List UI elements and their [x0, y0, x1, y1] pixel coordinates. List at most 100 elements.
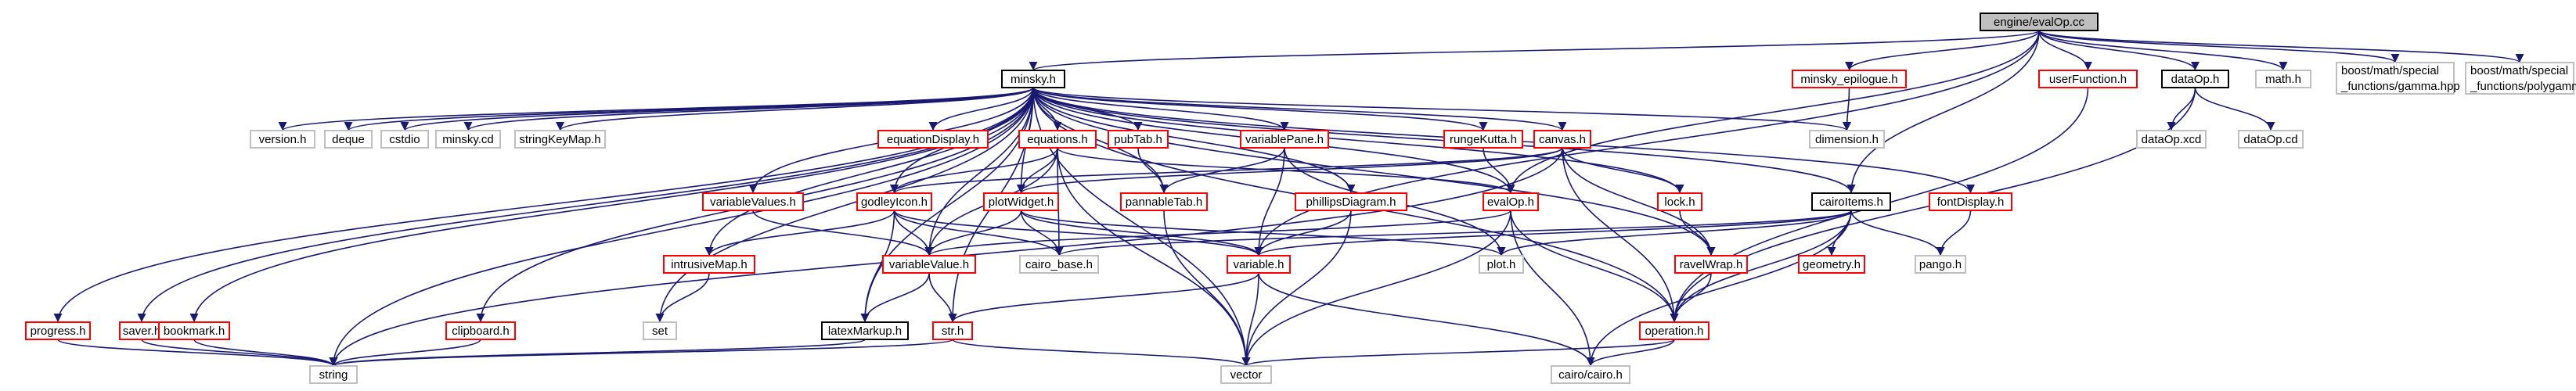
node-label: minsky_epilogue.h: [1800, 73, 1897, 86]
node-pannabletab-h[interactable]: pannableTab.h: [1120, 192, 1208, 211]
edge-arrow: [860, 210, 895, 323]
node-bookmark-h[interactable]: bookmark.h: [158, 321, 230, 340]
edge-arrow: [1254, 210, 1852, 256]
node-box: [877, 130, 989, 149]
node-label: bookmark.h: [164, 325, 225, 338]
edge-arrow: [463, 87, 1034, 131]
node-label: saver.h: [123, 325, 160, 338]
node-latexmarkup-h[interactable]: latexMarkup.h: [821, 321, 909, 340]
node-label: _functions/gamma.hpp: [2340, 80, 2460, 93]
node-box: [932, 321, 973, 340]
node-clipboard-h[interactable]: clipboard.h: [445, 321, 516, 340]
node-label: cstdio: [389, 133, 420, 146]
node-box: [643, 321, 677, 340]
edge-equations_h-to-godleyicon_h: [889, 147, 1058, 194]
node-box: [1809, 130, 1885, 149]
edge-arrow: [928, 87, 1034, 131]
node-fontdisplay-h[interactable]: fontDisplay.h: [1929, 192, 2012, 211]
node-geometry-h[interactable]: geometry.h: [1798, 255, 1865, 274]
edge-arrow: [752, 210, 934, 256]
node-box: [1108, 130, 1169, 149]
edge-arrow: [1032, 87, 1169, 194]
node-label: evalOp.h: [1487, 196, 1534, 209]
node-box: [435, 130, 501, 149]
node-label: math.h: [2265, 73, 2301, 86]
node-label: fontDisplay.h: [1937, 196, 2005, 209]
edge-canvas_h-to-godleyicon_h: [890, 147, 1563, 194]
node-vector: vector: [1220, 365, 1272, 384]
node-box: [1295, 192, 1407, 211]
node-label: canvas.h: [1539, 133, 1586, 146]
node-saver-h[interactable]: saver.h: [119, 321, 164, 340]
node-pubtab-h[interactable]: pubTab.h: [1108, 130, 1169, 149]
node-plotwidget-h[interactable]: plotWidget.h: [983, 192, 1059, 211]
node-box: [821, 321, 909, 340]
edge-saver_h-to-string: [141, 339, 338, 367]
edge-canvas_h-to-ravelwrap_h: [1562, 147, 1716, 256]
node-godleyicon-h[interactable]: godleyIcon.h: [856, 192, 932, 211]
node-label: intrusiveMap.h: [671, 258, 748, 271]
edge-arrow: [1017, 147, 1563, 194]
node-label: cairoItems.h: [1819, 196, 1883, 209]
edge-arrow: [924, 210, 1511, 256]
node-equations-h[interactable]: equations.h: [1018, 130, 1097, 149]
edge-cairoitems_h-to-cairo_base_h: [1054, 210, 1852, 256]
node-cairo-base-h: cairo_base.h: [1019, 255, 1099, 274]
node-minsky-epilogue-h[interactable]: minsky_epilogue.h: [1792, 70, 1907, 88]
node-box: [514, 130, 606, 149]
node-ravelwrap-h[interactable]: ravelWrap.h: [1674, 255, 1748, 274]
edge-minsky_h-to-equationdisplay_h: [928, 87, 1034, 131]
node-stringkeymap-h: stringKeyMap.h: [514, 130, 606, 149]
node-minsky-h[interactable]: minsky.h: [1001, 70, 1065, 88]
node-box: [1227, 255, 1291, 274]
edge-minsky_h-to-cairoitems_h: [1032, 87, 1856, 194]
node-label: boost/math/special: [2470, 64, 2568, 77]
node-canvas-h[interactable]: canvas.h: [1533, 130, 1591, 149]
node-rungekutta-h[interactable]: rungeKutta.h: [1443, 130, 1523, 149]
node-phillipsdiagram-h[interactable]: phillipsDiagram.h: [1295, 192, 1407, 211]
node-variablevalues-h[interactable]: variableValues.h: [702, 192, 804, 211]
node-box: [1479, 255, 1524, 274]
edge-arrow: [278, 87, 1034, 131]
edge-arrow: [193, 339, 338, 367]
edge-arrow: [1241, 339, 1675, 367]
node-operation-h[interactable]: operation.h: [1639, 321, 1710, 340]
edge-arrow: [2038, 30, 2524, 63]
edge-minsky_h-to-intrusivemap_h: [704, 87, 1034, 256]
node-cairoitems-h[interactable]: cairoItems.h: [1811, 192, 1891, 211]
node-box: [1674, 255, 1748, 274]
node-equationdisplay-h[interactable]: equationDisplay.h: [877, 130, 989, 149]
node-progress-h[interactable]: progress.h: [25, 321, 91, 340]
edge-evalop_h-to-operation_h: [1510, 210, 1679, 323]
node-dataop-h[interactable]: dataOp.h: [2161, 70, 2229, 88]
node-box: [702, 192, 804, 211]
edge-arrow: [704, 87, 1034, 256]
node-label: variableValue.h: [889, 258, 969, 271]
node-box: [1980, 13, 2099, 31]
node-box: [1639, 321, 1710, 340]
node-str-h[interactable]: str.h: [932, 321, 973, 340]
edge-evalop_cc-to-dataop_h: [2038, 30, 2200, 71]
node-intrusivemap-h[interactable]: intrusiveMap.h: [663, 255, 755, 274]
edge-evalop_cc-to-polygamma_hpp: [2038, 30, 2524, 63]
node-label: rungeKutta.h: [1450, 133, 1517, 146]
edge-layer: [53, 30, 2524, 367]
node-lock-h[interactable]: lock.h: [1657, 192, 1702, 211]
node-evalop-cc[interactable]: engine/evalOp.cc: [1980, 13, 2099, 31]
edge-arrow: [2194, 87, 2275, 131]
node-pango-h: pango.h: [1915, 255, 1966, 274]
edge-evalop_h-to-vector: [1241, 210, 1511, 367]
node-evalop-h[interactable]: evalOp.h: [1483, 192, 1539, 211]
node-variablevalue-h[interactable]: variableValue.h: [882, 255, 976, 274]
node-box: [663, 255, 755, 274]
edge-evalop_cc-to-gamma_hpp: [2038, 30, 2400, 63]
edge-arrow: [893, 210, 1263, 256]
node-variablepane-h[interactable]: variablePane.h: [1240, 130, 1329, 149]
edge-arrow: [952, 339, 1251, 367]
edge-canvas_h-to-lock_h: [1562, 147, 1684, 194]
node-box: [1240, 130, 1329, 149]
edge-godleyicon_h-to-latexmarkup_h: [860, 210, 895, 323]
node-variable-h[interactable]: variable.h: [1227, 255, 1291, 274]
node-userfunction-h[interactable]: userFunction.h: [2038, 70, 2138, 88]
edge-minsky_h-to-minsky_cd: [463, 87, 1034, 131]
